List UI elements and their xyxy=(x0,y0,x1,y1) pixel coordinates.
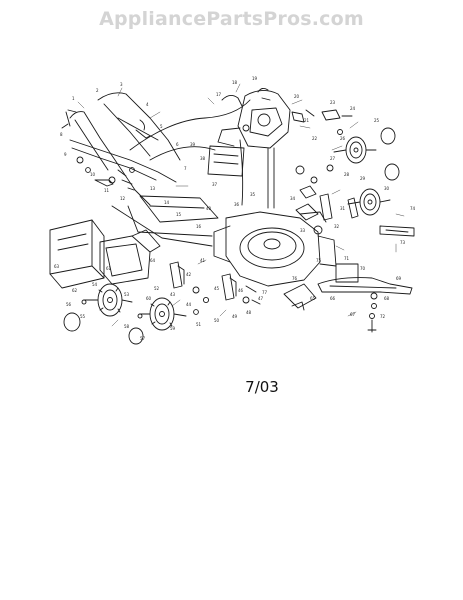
part-number-label: 58 xyxy=(124,324,130,329)
part-number-label: 6 xyxy=(176,142,179,147)
part-number-label: 55 xyxy=(80,314,86,319)
part-number-label: 32 xyxy=(334,224,340,229)
part-number-label: 77 xyxy=(262,290,268,295)
part-number-label: 31 xyxy=(340,206,346,211)
part-number-label: 18 xyxy=(232,80,238,85)
part-number-label: 64 xyxy=(150,258,156,263)
part-number-label: 5 xyxy=(160,124,163,129)
part-number-label: 11 xyxy=(104,188,110,193)
rear-wheel-right xyxy=(139,297,187,331)
date-code: 7/03 xyxy=(245,378,279,396)
part-number-label: 46 xyxy=(238,288,244,293)
part-number-label: 59 xyxy=(170,326,176,331)
part-number-label: 3 xyxy=(120,82,123,87)
part-number-label: 28 xyxy=(344,172,350,177)
engine xyxy=(217,87,305,209)
part-number-label: 14 xyxy=(164,200,170,205)
part-number-label: 2 xyxy=(96,88,99,93)
part-number-label: 44 xyxy=(186,302,192,307)
part-number-label: 50 xyxy=(214,318,220,323)
part-number-label: 51 xyxy=(196,322,202,327)
part-number-label: 74 xyxy=(410,206,416,211)
part-number-label: 36 xyxy=(234,202,240,207)
part-number-label: 22 xyxy=(312,136,318,141)
part-number-label: 41 xyxy=(200,258,206,263)
grass-catcher-bag xyxy=(49,219,161,289)
part-number-label: 60 xyxy=(146,296,152,301)
part-number-label: 33 xyxy=(300,228,306,233)
part-number-label: 53 xyxy=(124,292,130,297)
part-number-label: 65 xyxy=(310,296,316,301)
part-number-label: 75 xyxy=(316,258,322,263)
part-number-label: 62 xyxy=(72,288,78,293)
part-number-label: 66 xyxy=(330,296,336,301)
part-number-label: 30 xyxy=(384,186,390,191)
part-number-label: 40 xyxy=(206,206,212,211)
part-number-label: 45 xyxy=(214,286,220,291)
part-number-label: 38 xyxy=(200,156,206,161)
part-number-label: 1 xyxy=(72,96,75,101)
deck-hardware xyxy=(245,109,353,305)
part-number-label: 73 xyxy=(400,240,406,245)
front-wheel-lower xyxy=(295,164,391,235)
part-number-label: 54 xyxy=(92,282,98,287)
part-number-label: 37 xyxy=(212,182,218,187)
blade-assembly xyxy=(283,263,413,333)
part-number-label: 21 xyxy=(304,118,310,123)
part-number-label: 39 xyxy=(190,142,196,147)
height-adjuster-levers xyxy=(169,193,359,315)
part-number-label: 27 xyxy=(330,156,336,161)
part-number-label: 71 xyxy=(344,256,350,261)
part-number-label: 7 xyxy=(184,166,187,171)
part-number-label: 13 xyxy=(150,186,156,191)
air-filter xyxy=(207,145,245,177)
front-wheel-upper xyxy=(333,127,400,181)
part-number-label: 56 xyxy=(66,302,72,307)
part-number-label: 42 xyxy=(186,272,192,277)
part-number-label: 34 xyxy=(290,196,296,201)
handle-assembly xyxy=(61,92,181,206)
part-number-label: 17 xyxy=(216,92,222,97)
part-number-label: 76 xyxy=(292,276,298,281)
part-number-label: 12 xyxy=(120,196,126,201)
part-number-label: 57 xyxy=(140,336,146,341)
part-number-label: 68 xyxy=(384,296,390,301)
part-number-label: 69 xyxy=(396,276,402,281)
part-number-label: 24 xyxy=(350,106,356,111)
part-number-label: 25 xyxy=(374,118,380,123)
part-number-label: 48 xyxy=(246,310,252,315)
part-number-label: 72 xyxy=(380,314,386,319)
part-number-label: 23 xyxy=(330,100,336,105)
rear-wheel-left xyxy=(83,283,133,317)
part-number-label: 19 xyxy=(252,76,258,81)
wheel-cover-rings xyxy=(63,299,144,345)
leader-lines xyxy=(77,83,405,327)
part-number-label: 10 xyxy=(90,172,96,177)
part-number-callouts: 1234567891011121314151617181920212223242… xyxy=(54,76,416,341)
part-number-label: 9 xyxy=(64,152,67,157)
part-number-label: 52 xyxy=(154,286,160,291)
part-number-label: 67 xyxy=(350,312,356,317)
part-number-label: 47 xyxy=(258,296,264,301)
part-number-label: 16 xyxy=(196,224,202,229)
decal-strip xyxy=(379,225,415,237)
part-number-label: 29 xyxy=(360,176,366,181)
part-number-label: 8 xyxy=(60,132,63,137)
watermark: AppliancePartsPros.com xyxy=(99,8,364,30)
part-number-label: 61 xyxy=(106,266,112,271)
part-number-label: 15 xyxy=(176,212,182,217)
part-number-label: 43 xyxy=(170,292,176,297)
part-number-label: 20 xyxy=(294,94,300,99)
part-number-label: 35 xyxy=(250,192,256,197)
part-number-label: 49 xyxy=(232,314,238,319)
part-number-label: 70 xyxy=(360,266,366,271)
part-number-label: 4 xyxy=(146,102,149,107)
rear-baffle xyxy=(111,195,219,247)
part-number-label: 26 xyxy=(340,136,346,141)
part-number-label: 63 xyxy=(54,264,60,269)
mower-deck xyxy=(213,211,337,287)
